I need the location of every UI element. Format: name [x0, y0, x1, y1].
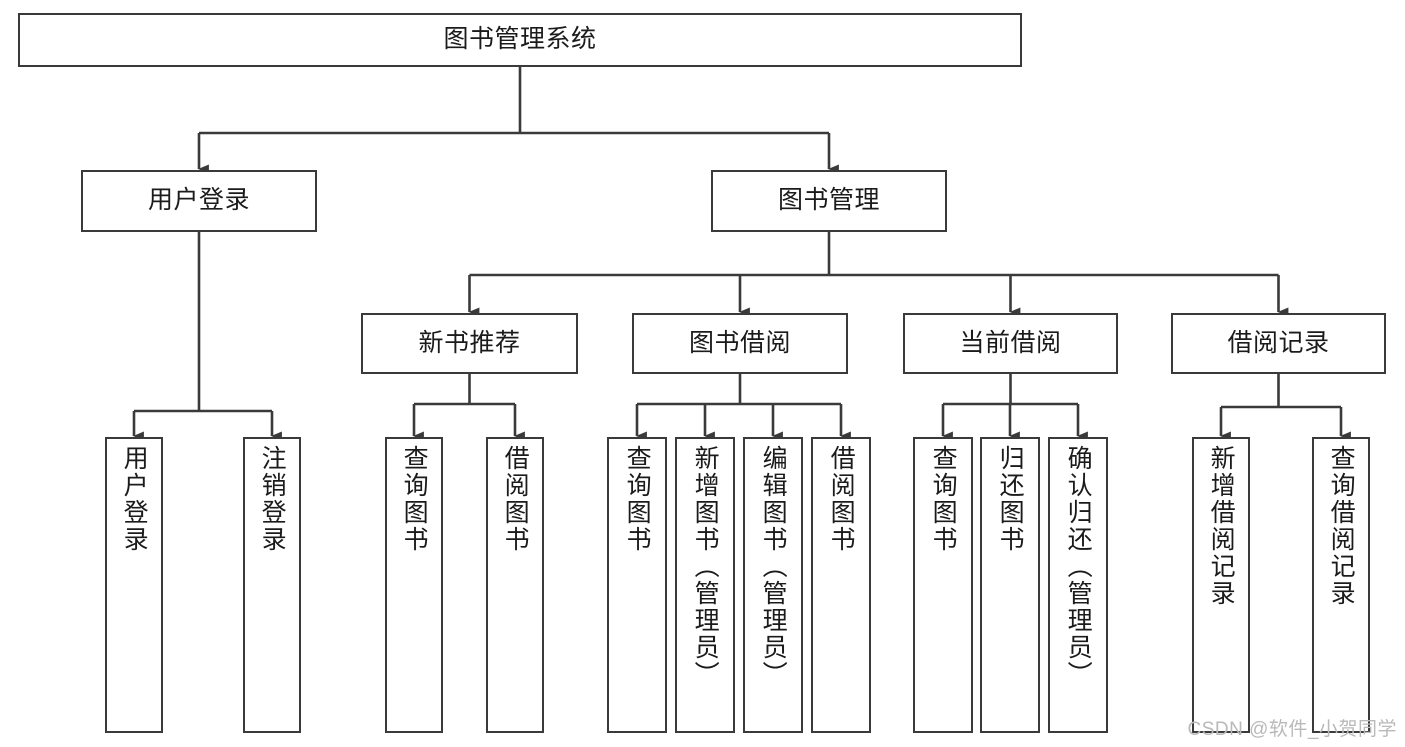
- node-book-borrow[interactable]: 图书借阅: [632, 313, 848, 374]
- node-book-management-label: 图书管理: [777, 186, 880, 215]
- node-leaf-borrow-book[interactable]: 借阅图书: [811, 437, 871, 733]
- node-leaf-borrow-book-label: 借阅图书: [827, 445, 856, 553]
- node-root[interactable]: 图书管理系统: [18, 13, 1022, 67]
- node-leaf-edit-book-admin[interactable]: 编辑图书（管理员）: [743, 437, 803, 733]
- node-leaf-user-login-label: 用户登录: [120, 445, 149, 553]
- node-leaf-add-book-admin-label: 新增图书（管理员）: [691, 445, 720, 688]
- node-leaf-borrow-book-rec-label: 借阅图书: [501, 445, 530, 553]
- node-leaf-add-book-admin[interactable]: 新增图书（管理员）: [675, 437, 735, 733]
- node-leaf-query-book-current-label: 查询图书: [929, 445, 958, 553]
- node-leaf-return-book[interactable]: 归还图书: [980, 437, 1040, 733]
- node-leaf-user-login[interactable]: 用户登录: [105, 437, 163, 733]
- node-leaf-confirm-return-admin[interactable]: 确认归还（管理员）: [1048, 437, 1108, 733]
- node-user-login-label: 用户登录: [147, 186, 250, 215]
- node-leaf-confirm-return-admin-label: 确认归还（管理员）: [1064, 445, 1093, 688]
- node-book-borrow-label: 图书借阅: [688, 328, 791, 357]
- node-leaf-query-book-borrow-label: 查询图书: [623, 445, 652, 553]
- node-current-borrow-label: 当前借阅: [959, 328, 1062, 357]
- node-leaf-logout-label: 注销登录: [258, 445, 287, 553]
- node-borrow-record[interactable]: 借阅记录: [1171, 313, 1386, 374]
- node-new-book-recommend-label: 新书推荐: [418, 328, 521, 357]
- node-borrow-record-label: 借阅记录: [1227, 328, 1330, 357]
- node-leaf-logout[interactable]: 注销登录: [243, 437, 301, 733]
- node-root-label: 图书管理系统: [443, 25, 597, 54]
- node-leaf-add-borrow-record-label: 新增借阅记录: [1207, 445, 1236, 607]
- node-leaf-add-borrow-record[interactable]: 新增借阅记录: [1192, 437, 1250, 733]
- node-leaf-query-book-rec[interactable]: 查询图书: [385, 437, 443, 733]
- node-leaf-query-book-rec-label: 查询图书: [400, 445, 429, 553]
- node-leaf-query-borrow-record[interactable]: 查询借阅记录: [1312, 437, 1370, 733]
- node-leaf-borrow-book-rec[interactable]: 借阅图书: [486, 437, 544, 733]
- csdn-watermark: CSDN @软件_小贺同学: [1187, 719, 1397, 740]
- node-user-login[interactable]: 用户登录: [81, 170, 317, 232]
- node-leaf-query-book-borrow[interactable]: 查询图书: [607, 437, 667, 733]
- node-leaf-return-book-label: 归还图书: [996, 445, 1025, 553]
- node-leaf-query-book-current[interactable]: 查询图书: [913, 437, 973, 733]
- node-new-book-recommend[interactable]: 新书推荐: [361, 313, 578, 374]
- node-leaf-edit-book-admin-label: 编辑图书（管理员）: [759, 445, 788, 688]
- node-current-borrow[interactable]: 当前借阅: [903, 313, 1118, 374]
- node-leaf-query-borrow-record-label: 查询借阅记录: [1327, 445, 1356, 607]
- node-book-management[interactable]: 图书管理: [711, 170, 947, 232]
